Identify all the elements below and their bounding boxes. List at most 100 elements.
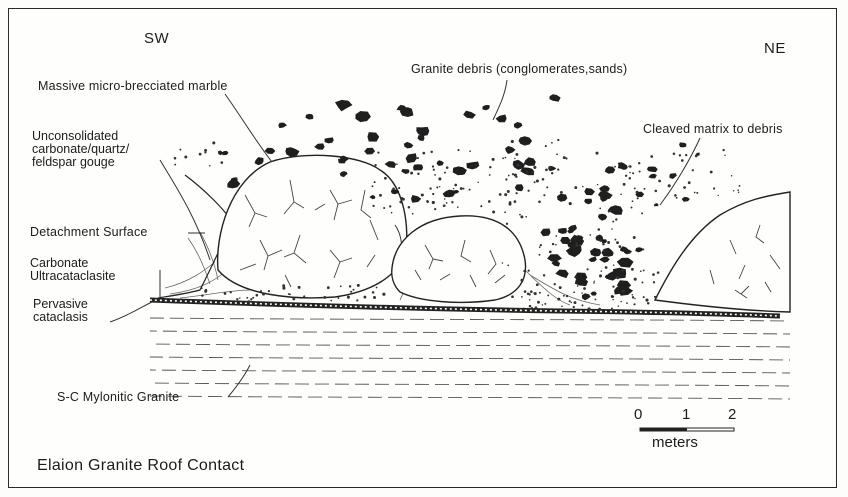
sand-grain xyxy=(432,201,435,204)
sand-grain xyxy=(220,161,223,164)
sand-grain xyxy=(601,270,603,272)
sand-grain xyxy=(511,295,514,298)
mylonitic-granite-label: S-C Mylonitic Granite xyxy=(57,390,179,405)
mylonitic-granite-foliation xyxy=(150,318,790,399)
debris-clast xyxy=(306,114,314,120)
debris-clast xyxy=(514,122,523,129)
sand-grain xyxy=(569,202,572,205)
sand-grain xyxy=(201,294,203,296)
debris-clast xyxy=(598,214,607,221)
marble-block-middle xyxy=(392,216,526,303)
sand-grain xyxy=(410,172,413,175)
sand-grain xyxy=(477,182,478,183)
sand-grain xyxy=(575,276,577,278)
sand-grain xyxy=(531,172,533,174)
sand-grain xyxy=(583,287,586,290)
sand-grain xyxy=(713,187,715,189)
ultracataclasite-label-line-2: Ultracataclasite xyxy=(30,270,115,283)
sand-grain xyxy=(514,173,517,176)
sand-grain xyxy=(640,270,642,272)
sand-grain xyxy=(376,287,378,289)
scale-unit-label: meters xyxy=(652,434,698,451)
sand-grain xyxy=(292,298,295,301)
sand-grain xyxy=(421,193,424,196)
debris-clast xyxy=(549,94,560,102)
sand-grain xyxy=(611,228,613,230)
debris-clast xyxy=(404,142,414,149)
sand-grain xyxy=(282,287,285,290)
sand-grain xyxy=(565,157,567,159)
sand-grain xyxy=(444,172,446,174)
sand-grain xyxy=(551,172,553,174)
sand-grain xyxy=(573,291,575,293)
sand-grain xyxy=(438,177,441,180)
sand-grain xyxy=(722,149,724,151)
debris-clast xyxy=(482,105,489,110)
sand-grain xyxy=(542,178,545,181)
sand-grain xyxy=(174,157,177,160)
sand-grain xyxy=(632,200,634,202)
sand-grain xyxy=(475,164,476,165)
sand-grain xyxy=(598,228,601,231)
sand-grain xyxy=(685,154,687,156)
sand-grain xyxy=(524,290,527,293)
sand-grain xyxy=(676,197,678,199)
debris-clast xyxy=(413,164,423,170)
sand-grain xyxy=(492,211,495,214)
cataclasis-label-line-2: cataclasis xyxy=(33,311,88,324)
sand-grain xyxy=(620,193,622,195)
sand-grain xyxy=(733,190,735,192)
sand-grain xyxy=(559,286,562,289)
sand-grain xyxy=(260,290,262,292)
debris-clast xyxy=(496,115,507,123)
sand-grain xyxy=(641,212,643,214)
sand-grain xyxy=(525,143,527,145)
sand-grain xyxy=(514,158,515,159)
cleaved-matrix-label: Cleaved matrix to debris xyxy=(643,122,783,137)
scale-tick-0: 0 xyxy=(634,406,642,423)
sand-grain xyxy=(199,153,202,156)
sand-grain xyxy=(534,181,536,183)
debris-clast xyxy=(364,148,375,155)
sand-grain xyxy=(634,187,636,189)
sand-grain xyxy=(402,198,405,201)
sand-grain xyxy=(542,304,544,306)
sand-grain xyxy=(616,241,619,244)
debris-clast xyxy=(524,157,536,166)
sand-grain xyxy=(538,200,541,203)
sand-grain xyxy=(642,248,644,250)
sand-grain xyxy=(646,299,648,301)
sand-grain xyxy=(417,157,419,159)
sand-grain xyxy=(515,153,518,156)
sand-grain xyxy=(507,265,509,267)
sand-grain xyxy=(521,296,523,298)
sand-grain xyxy=(417,173,419,175)
sand-grain xyxy=(505,157,507,159)
sand-grain xyxy=(612,296,614,298)
debris-clast xyxy=(647,167,658,173)
sand-grain xyxy=(595,152,598,155)
sand-grain xyxy=(737,189,739,191)
sand-grain xyxy=(612,285,614,287)
sand-grain xyxy=(557,139,559,141)
sand-grain xyxy=(543,274,545,276)
sand-grain xyxy=(556,153,558,155)
sand-grain xyxy=(577,285,579,287)
sand-grain xyxy=(546,186,548,188)
sand-grain xyxy=(552,243,554,245)
sand-grain xyxy=(527,292,530,295)
sand-grain xyxy=(330,300,332,302)
sand-grain xyxy=(323,296,326,299)
sand-grain xyxy=(350,291,352,293)
sand-grain xyxy=(594,298,596,300)
debris-clast xyxy=(401,169,410,174)
sand-grain xyxy=(507,190,510,193)
sand-grain xyxy=(374,164,376,166)
sand-grain xyxy=(638,162,640,164)
sand-grain xyxy=(636,191,639,194)
sand-grain xyxy=(502,157,504,159)
sand-grain xyxy=(382,293,385,296)
sand-grain xyxy=(523,270,525,272)
sand-grain xyxy=(433,169,435,171)
debris-clast xyxy=(453,166,467,175)
